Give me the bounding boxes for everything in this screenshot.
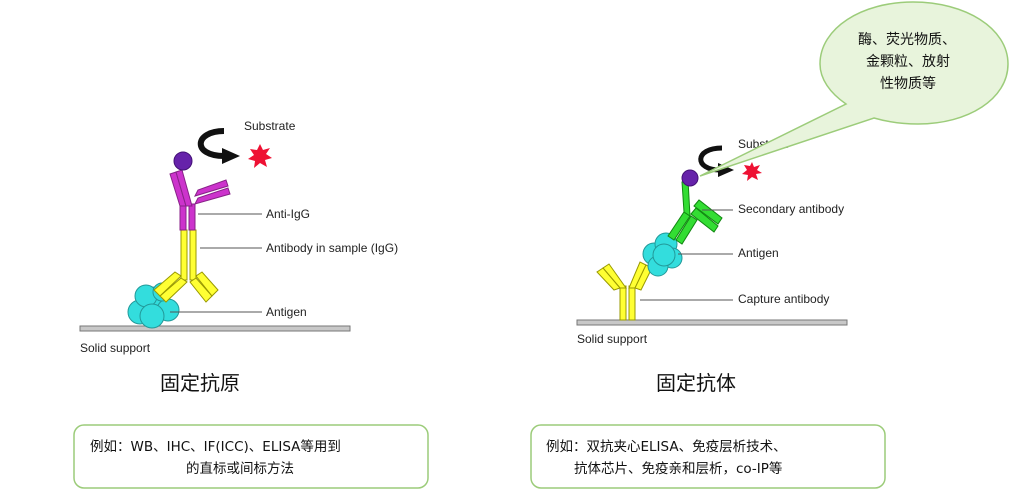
right-label-antigen: Antigen bbox=[738, 246, 779, 260]
right-example-box bbox=[530, 424, 886, 489]
left-example-line-1: 例如：WB、IHC、IF(ICC)、ELISA等用到 bbox=[90, 438, 341, 455]
right-label-capture-antibody: Capture antibody bbox=[738, 292, 829, 306]
right-antigen-shape bbox=[642, 232, 683, 277]
right-enzyme-ball bbox=[681, 169, 699, 187]
left-substrate-star-icon bbox=[248, 144, 272, 168]
right-substrate-star-icon bbox=[742, 162, 762, 181]
label-substance-callout: 酶、荧光物质、 金颗粒、放射 性物质等 bbox=[699, 1, 1009, 177]
left-solid-support-plate bbox=[79, 325, 351, 332]
left-enzyme-ball bbox=[173, 151, 193, 171]
callout-bubble-shape bbox=[699, 1, 1009, 177]
left-anti-igg-shape bbox=[169, 169, 231, 231]
left-label-solid-support: Solid support bbox=[80, 341, 151, 355]
right-secondary-antibody-shape bbox=[667, 179, 723, 245]
right-example-line-1: 例如：双抗夹心ELISA、免疫层析技术、 bbox=[546, 439, 787, 455]
right-label-solid-support: Solid support bbox=[577, 332, 648, 346]
left-panel: Substrate Anti-IgG Antibody in sample (I… bbox=[73, 119, 429, 489]
left-label-substrate: Substrate bbox=[244, 119, 296, 133]
callout-line-1: 酶、荧光物质、 bbox=[858, 31, 956, 48]
left-conversion-arrow-icon bbox=[197, 128, 225, 159]
right-example-line-2: 抗体芯片、免疫亲和层析，co-IP等 bbox=[574, 460, 782, 477]
right-panel-title: 固定抗体 bbox=[656, 371, 736, 395]
callout-line-2: 金颗粒、放射 bbox=[866, 54, 950, 70]
left-example-line-2: 的直标或间标方法 bbox=[186, 461, 294, 477]
right-panel: Substrate Secondary antibody Antigen Cap… bbox=[530, 137, 886, 489]
left-arrowhead-icon bbox=[222, 148, 240, 164]
left-label-antigen: Antigen bbox=[266, 305, 307, 319]
left-label-anti-igg: Anti-IgG bbox=[266, 207, 310, 221]
right-label-secondary-antibody: Secondary antibody bbox=[738, 202, 844, 216]
left-sample-antibody-shape bbox=[153, 229, 219, 303]
left-example-box bbox=[73, 424, 429, 489]
right-capture-antibody-shape bbox=[596, 261, 653, 321]
left-label-sample-antibody: Antibody in sample (IgG) bbox=[266, 241, 398, 255]
callout-line-3: 性物质等 bbox=[880, 75, 936, 92]
left-panel-title: 固定抗原 bbox=[160, 371, 240, 395]
right-solid-support-plate bbox=[576, 319, 848, 326]
